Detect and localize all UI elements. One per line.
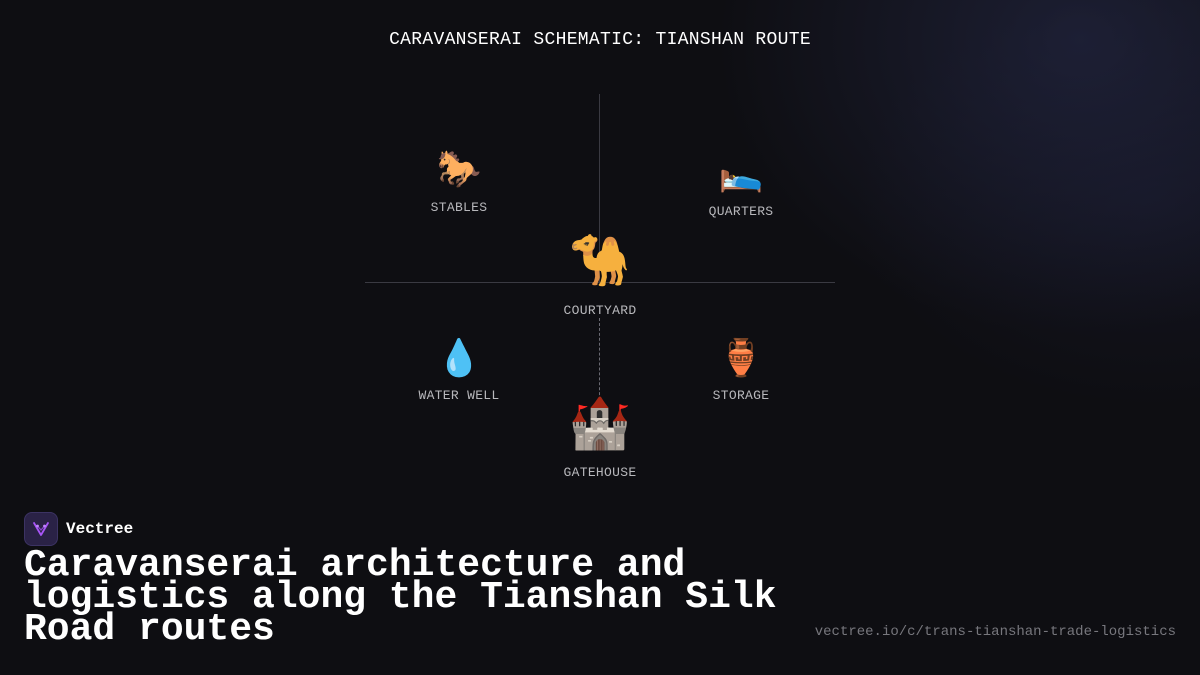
headline: Caravanserai architecture and logistics … xyxy=(24,544,777,651)
horse-icon: 🐎 xyxy=(436,151,482,192)
node-gatehouse: 🏰 GATEHOUSE xyxy=(540,399,660,481)
node-label-storage: STORAGE xyxy=(712,388,770,403)
node-label-courtyard: COURTYARD xyxy=(563,303,637,318)
horizontal-axis-line xyxy=(365,282,835,283)
node-courtyard: 🐪 COURTYARD xyxy=(540,236,660,319)
node-label-quarters: QUARTERS xyxy=(708,204,774,219)
amphora-icon: 🏺 xyxy=(718,340,764,381)
node-stables: 🐎 STABLES xyxy=(399,151,519,216)
node-label-stables: STABLES xyxy=(430,200,488,215)
brand[interactable]: Vectree xyxy=(24,512,133,546)
page-url[interactable]: vectree.io/c/trans-tianshan-trade-logist… xyxy=(814,624,1176,640)
camel-icon: 🐪 xyxy=(568,236,632,293)
vertical-axis-line xyxy=(599,94,600,282)
diagram-title: CARAVANSERAI SCHEMATIC: TIANSHAN ROUTE xyxy=(389,30,811,50)
vectree-logo-icon xyxy=(24,512,58,546)
node-label-gatehouse: GATEHOUSE xyxy=(563,465,637,480)
node-water-well: 💧 WATER WELL xyxy=(399,340,519,404)
node-storage: 🏺 STORAGE xyxy=(681,340,801,404)
dashed-connector-line xyxy=(599,318,600,410)
water-drop-icon: 💧 xyxy=(436,340,482,381)
castle-icon: 🏰 xyxy=(568,399,632,456)
node-quarters: 🛌 QUARTERS xyxy=(681,155,801,220)
bed-icon: 🛌 xyxy=(718,155,764,196)
brand-name: Vectree xyxy=(66,520,134,538)
node-label-water-well: WATER WELL xyxy=(418,388,500,403)
